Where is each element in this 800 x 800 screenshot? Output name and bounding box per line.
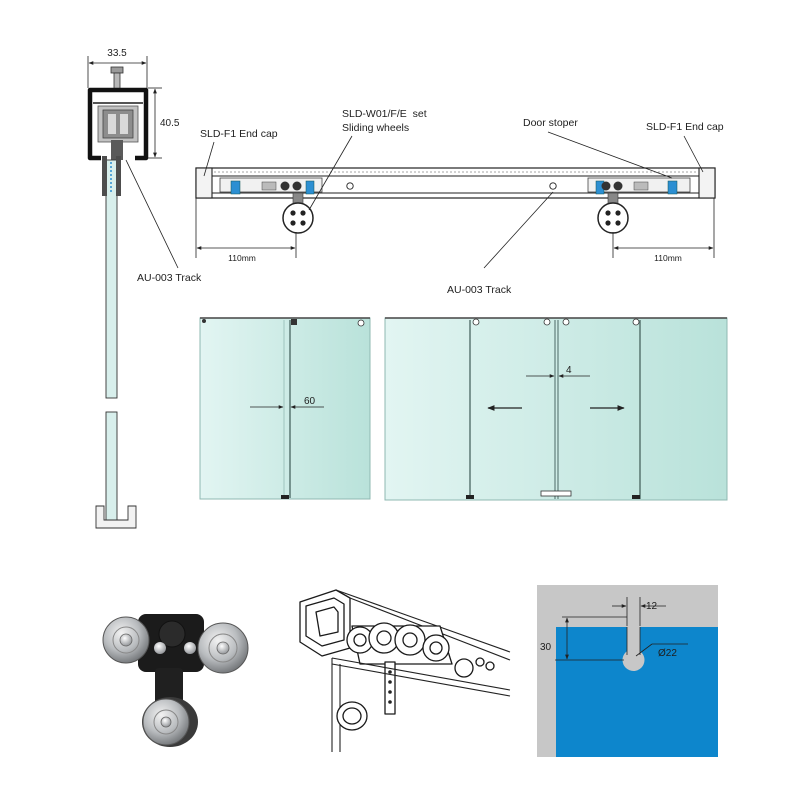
- clamp-right: [116, 156, 121, 196]
- end-cap-right-label: SLD-F1 End cap: [646, 121, 724, 133]
- top-bolt: [110, 66, 124, 74]
- bolt-shank: [113, 72, 121, 90]
- glass-section-lower: [105, 411, 118, 527]
- end-cap-right: [698, 167, 716, 199]
- stopper-block-left: [230, 180, 241, 195]
- hanging-wheel-right: [597, 192, 629, 234]
- glass-panel-group-right: 4: [384, 317, 728, 501]
- overlap-dimension-label: 60: [304, 396, 316, 407]
- notch-depth-label: 30: [540, 642, 552, 653]
- track-leader-line: [125, 159, 179, 269]
- hole-diameter-label: Ø22: [658, 648, 677, 659]
- track-channel: [87, 87, 149, 161]
- glass-section-upper: [105, 159, 118, 399]
- center-gap-dimension-label: 4: [566, 365, 572, 376]
- track-section-profile: 33.5 40.5: [87, 48, 202, 529]
- clamp-left: [102, 156, 107, 196]
- elevation-track-label: AU-003 Track: [447, 284, 512, 296]
- wheel-set-label: SLD-W01/F/E set: [342, 108, 427, 120]
- end-cap-left-label: SLD-F1 End cap: [200, 128, 278, 140]
- carriage-right: [587, 177, 691, 195]
- glass-panel-group-left: 60: [199, 317, 371, 500]
- floor-guide: [95, 505, 137, 529]
- dimension-right-110: 110mm: [612, 198, 715, 263]
- notch-hole: [622, 649, 645, 671]
- height-dimension-label: 40.5: [160, 118, 180, 129]
- track-fastener-1: [346, 182, 354, 190]
- door-stopper-block: [667, 180, 678, 195]
- roller-assembly-photo: [102, 614, 249, 747]
- sliding-wheels-label: Sliding wheels: [342, 122, 409, 134]
- height-dimension: 40.5: [148, 87, 180, 159]
- carriage-section: [97, 105, 139, 160]
- notch-width-label: 12: [646, 601, 658, 612]
- section-track-label: AU-003 Track: [137, 272, 202, 284]
- hanging-wheel-left: [282, 192, 314, 234]
- glass-notch-detail: 12 30 Ø22: [537, 585, 718, 757]
- carriage-left: [219, 177, 323, 195]
- width-dimension: 33.5: [87, 48, 148, 88]
- glass-panel-bi-parting: [384, 317, 728, 501]
- assembly-line-drawing: [299, 589, 511, 752]
- track-fastener-2: [549, 182, 557, 190]
- dimension-left-110: 110mm: [195, 198, 297, 263]
- track-elevation: 110mm 110mm SLD-F1 End cap SLD-W01/F/E s…: [195, 108, 724, 296]
- floor-guide-center: [540, 490, 572, 497]
- end-cap-left: [195, 167, 213, 199]
- width-dimension-label: 33.5: [107, 48, 127, 59]
- door-stopper-label: Door stoper: [523, 117, 578, 129]
- notch-slot: [627, 626, 640, 656]
- dimension-left-label: 110mm: [228, 253, 256, 263]
- dimension-right-label: 110mm: [654, 253, 682, 263]
- glass-panel-fixed: [199, 317, 371, 500]
